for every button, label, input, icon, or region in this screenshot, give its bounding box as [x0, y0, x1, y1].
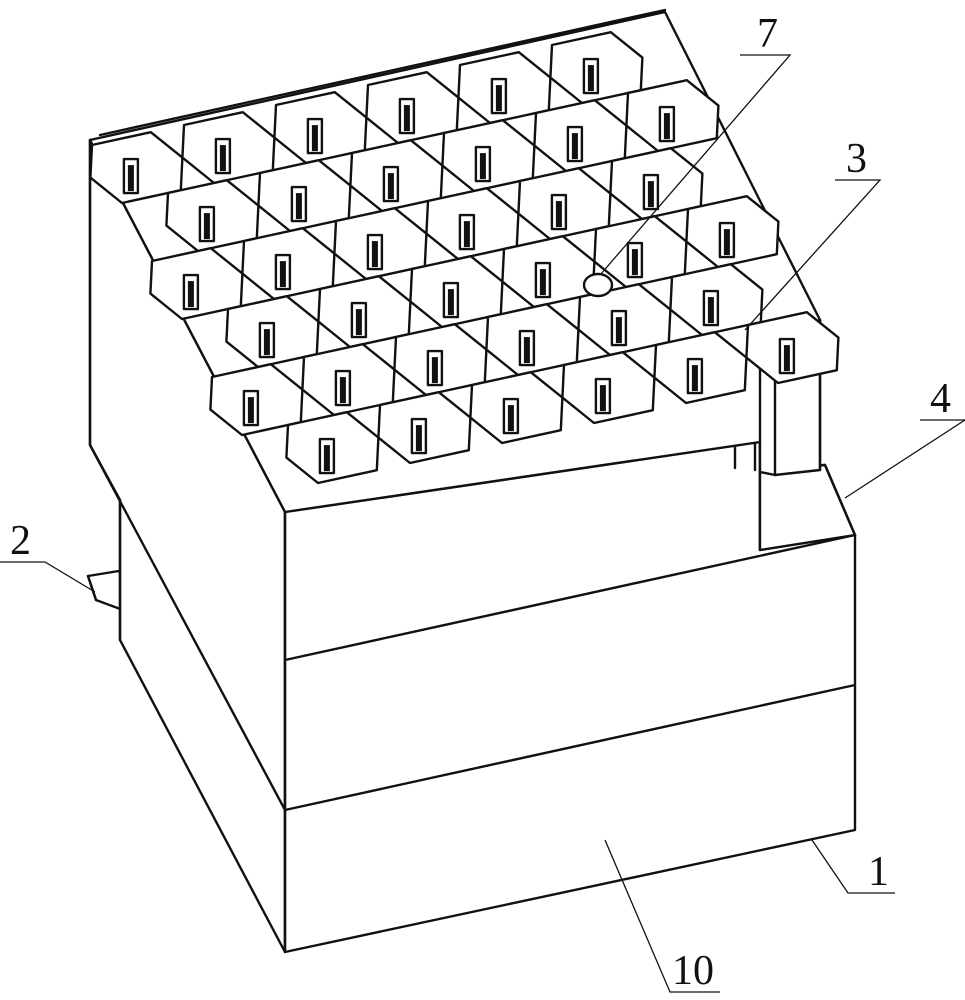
slot-shadow [507, 405, 514, 432]
slot-shadow [127, 165, 134, 192]
slot-shadow [647, 181, 654, 208]
slot-shadow [587, 65, 594, 92]
slot-shadow [663, 113, 670, 140]
slot-shadow [615, 317, 622, 344]
side-ledge [758, 463, 857, 552]
callout-labels: 7 3 4 2 1 10 [10, 11, 951, 994]
ball-item-7 [582, 272, 614, 298]
slot-shadow [523, 337, 530, 364]
slot-shadow [571, 133, 578, 160]
label-7: 7 [757, 11, 778, 57]
slot-shadow [479, 153, 486, 180]
slot-shadow [691, 365, 698, 392]
slot-shadow [247, 397, 254, 424]
slot-shadow [631, 249, 638, 276]
slot-shadow [323, 445, 330, 472]
honeycomb-grid [89, 31, 840, 485]
slot-shadow [707, 297, 714, 324]
slot-shadow [203, 213, 210, 240]
slot-shadow [599, 385, 606, 412]
slot-shadow [263, 329, 270, 356]
leader-lines [0, 54, 965, 993]
label-4: 4 [930, 376, 951, 422]
slot-shadow [431, 357, 438, 384]
slot-shadow [447, 289, 454, 316]
label-3: 3 [846, 136, 867, 182]
slot-shadow [339, 377, 346, 404]
slot-shadow [463, 221, 470, 248]
slot-shadow [415, 425, 422, 452]
slot-shadow [555, 201, 562, 228]
label-10: 10 [672, 948, 714, 994]
slot-shadow [387, 173, 394, 200]
slot-shadow [355, 309, 362, 336]
slot-shadow [403, 105, 410, 132]
slot-shadow [295, 193, 302, 220]
label-2: 2 [10, 518, 31, 564]
slot-shadow [723, 229, 730, 256]
slot-shadow [371, 241, 378, 268]
slot-shadow [495, 85, 502, 112]
slot-shadow [219, 145, 226, 172]
slot-shadow [539, 269, 546, 296]
slot-shadow [279, 261, 286, 288]
slot-shadow [783, 345, 790, 372]
label-1: 1 [868, 849, 889, 895]
slot-shadow [311, 125, 318, 152]
slot-shadow [187, 281, 194, 308]
